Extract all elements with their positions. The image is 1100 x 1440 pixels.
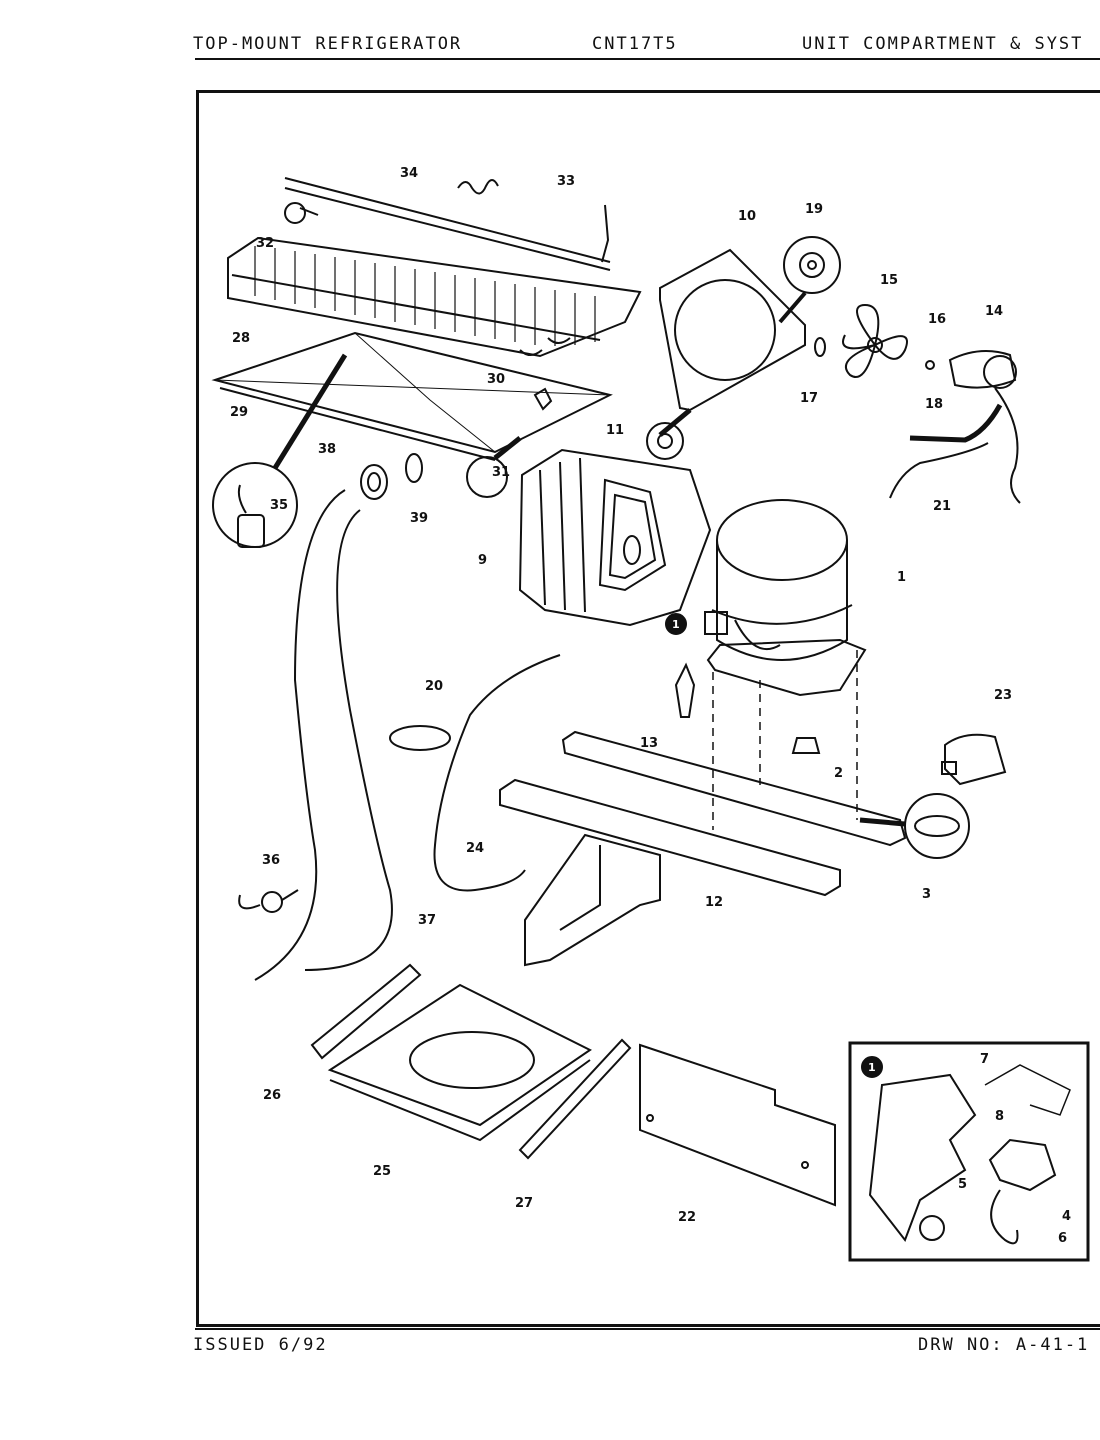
inset-marker-label-2: 1: [868, 1061, 876, 1074]
part-label-24: 24: [466, 841, 484, 856]
overload-4: [988, 1138, 1057, 1192]
header-model: CNT17T5: [592, 34, 678, 54]
part-label-19: 19: [805, 202, 823, 217]
part-label-37: 37: [418, 913, 436, 928]
part-label-26: 26: [263, 1088, 281, 1103]
mounting-rails: [499, 730, 907, 897]
part-label-5: 5: [958, 1177, 967, 1192]
part-label-23: 23: [994, 688, 1012, 703]
clip-17: [814, 337, 826, 357]
part-label-27: 27: [515, 1196, 533, 1211]
part-label-13: 13: [640, 736, 658, 751]
header-title: TOP-MOUNT REFRIGERATOR: [193, 34, 463, 54]
part-label-18: 18: [925, 397, 943, 412]
drain-pan-25: [327, 983, 592, 1142]
part-label-21: 21: [933, 499, 951, 514]
part-label-39: 39: [410, 511, 428, 526]
drier-13: [674, 662, 696, 718]
header-rule: [195, 58, 1100, 60]
part-label-2: 2: [834, 766, 843, 781]
diagram-frame: [196, 90, 1100, 1327]
part-label-25: 25: [373, 1164, 391, 1179]
part-label-35: 35: [270, 498, 288, 513]
part-label-29: 29: [230, 405, 248, 420]
part-label-20: 20: [425, 679, 443, 694]
access-panel-22: [639, 1043, 836, 1207]
rail-27: [518, 1038, 632, 1160]
grommet-38: [360, 464, 388, 500]
part-label-12: 12: [705, 895, 723, 910]
fan-shroud-10: [659, 248, 806, 412]
part-label-14: 14: [985, 304, 1003, 319]
part-label-22: 22: [678, 1210, 696, 1225]
washer-16: [925, 360, 935, 370]
evaporator-28: [227, 236, 642, 358]
fan-blade-15: [842, 303, 908, 378]
grommet-11: [646, 422, 684, 460]
wire-21: [889, 442, 989, 499]
grommet-2: [791, 737, 821, 754]
footer-drawing-number: DRW NO: A-41-1: [918, 1335, 1090, 1355]
part-label-9: 9: [478, 553, 487, 568]
part-label-36: 36: [262, 853, 280, 868]
protector-5: [919, 1215, 945, 1241]
footer-issued: ISSUED 6/92: [193, 1335, 328, 1355]
callout-31: [466, 456, 508, 498]
wire-6: [990, 1189, 1019, 1245]
drain-trough-29: [211, 331, 613, 461]
part-label-10: 10: [738, 209, 756, 224]
relay-23: [941, 733, 1007, 786]
part-label-31: 31: [492, 465, 510, 480]
part-label-8: 8: [995, 1109, 1004, 1124]
heater-wire-34: [457, 179, 499, 195]
part-label-28: 28: [232, 331, 250, 346]
part-label-4: 4: [1062, 1209, 1071, 1224]
fitting-36: [261, 891, 283, 913]
footer-rule: [195, 1328, 1100, 1330]
wire-lead: [601, 204, 610, 263]
part-label-3: 3: [922, 887, 931, 902]
rail-26: [310, 963, 422, 1060]
inset-box: [848, 1041, 1090, 1262]
compressor-1: [704, 499, 867, 697]
strap-20: [389, 725, 451, 751]
part-label-34: 34: [400, 166, 418, 181]
header-section: UNIT COMPARTMENT & SYST: [802, 34, 1084, 54]
part-label-15: 15: [880, 273, 898, 288]
part-label-6: 6: [1058, 1231, 1067, 1246]
cover-7: [868, 1073, 977, 1243]
part-label-16: 16: [928, 312, 946, 327]
part-label-30: 30: [487, 372, 505, 387]
part-label-11: 11: [606, 423, 624, 438]
part-label-1: 1: [897, 570, 906, 585]
bracket-18: [909, 403, 1003, 443]
grommet-39: [405, 453, 423, 483]
bracket-12: [524, 833, 661, 967]
part-label-7: 7: [980, 1052, 989, 1067]
callout-19: [783, 236, 841, 294]
part-label-33: 33: [557, 174, 575, 189]
part-label-38: 38: [318, 442, 336, 457]
inset-marker-label: 1: [672, 618, 680, 631]
bracket-8: [984, 1064, 1071, 1116]
cord-24: [433, 654, 561, 892]
part-label-17: 17: [800, 391, 818, 406]
inset-marker-1: [665, 613, 687, 635]
clip-30: [533, 387, 553, 411]
part-label-32: 32: [256, 236, 274, 251]
drain-tube-33: [284, 177, 611, 271]
callout-3: [904, 793, 970, 859]
fan-motor-14: [948, 350, 1021, 504]
tubing-37: [254, 489, 393, 981]
condenser-9: [518, 448, 712, 627]
